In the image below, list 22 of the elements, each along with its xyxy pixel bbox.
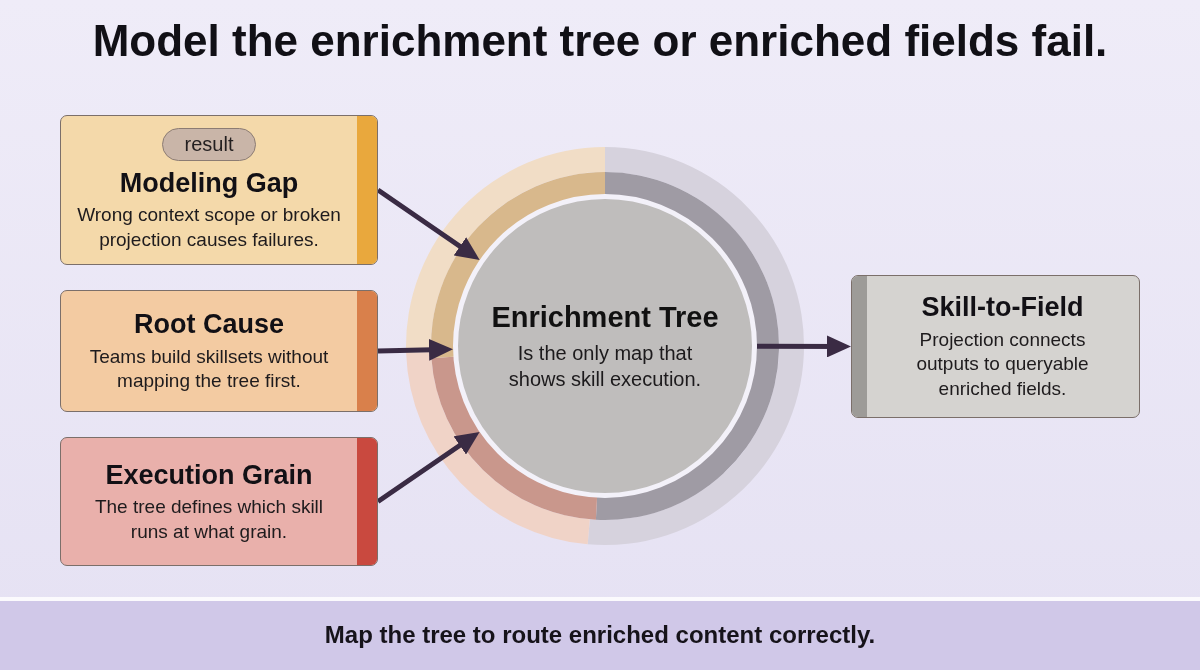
card-description: Wrong context scope or broken projection causes failures. bbox=[76, 203, 342, 252]
card-description: The tree defines which skill runs at what grain. bbox=[93, 495, 325, 544]
card-description: Projection connects outputs to queryable enriched fields. bbox=[915, 327, 1090, 402]
card-title: Modeling Gap bbox=[119, 166, 299, 199]
circle-description: Is the only map that shows skill execution. bbox=[507, 341, 703, 393]
info-card bbox=[60, 437, 378, 566]
footer-band bbox=[0, 597, 1200, 670]
card-description: Teams build skillsets without mapping the tree first. bbox=[88, 344, 330, 394]
card-title: Execution Grain bbox=[105, 458, 313, 491]
arrow bbox=[757, 335, 851, 358]
card-title: Root Cause bbox=[134, 308, 284, 341]
info-card bbox=[60, 115, 378, 265]
tag-pill: result bbox=[161, 127, 257, 161]
footer-message: Map the tree to route enriched content correctly. bbox=[324, 621, 876, 650]
info-card bbox=[60, 290, 378, 412]
arrow bbox=[376, 429, 481, 504]
arrow bbox=[376, 187, 482, 262]
circle-title: Enrichment Tree bbox=[491, 299, 719, 335]
arrow bbox=[377, 338, 454, 361]
page-title: Model the enrichment tree or enriched fields fail. bbox=[92, 15, 1108, 67]
card-title: Skill-to-Field bbox=[921, 291, 1084, 324]
info-card bbox=[851, 275, 1140, 418]
